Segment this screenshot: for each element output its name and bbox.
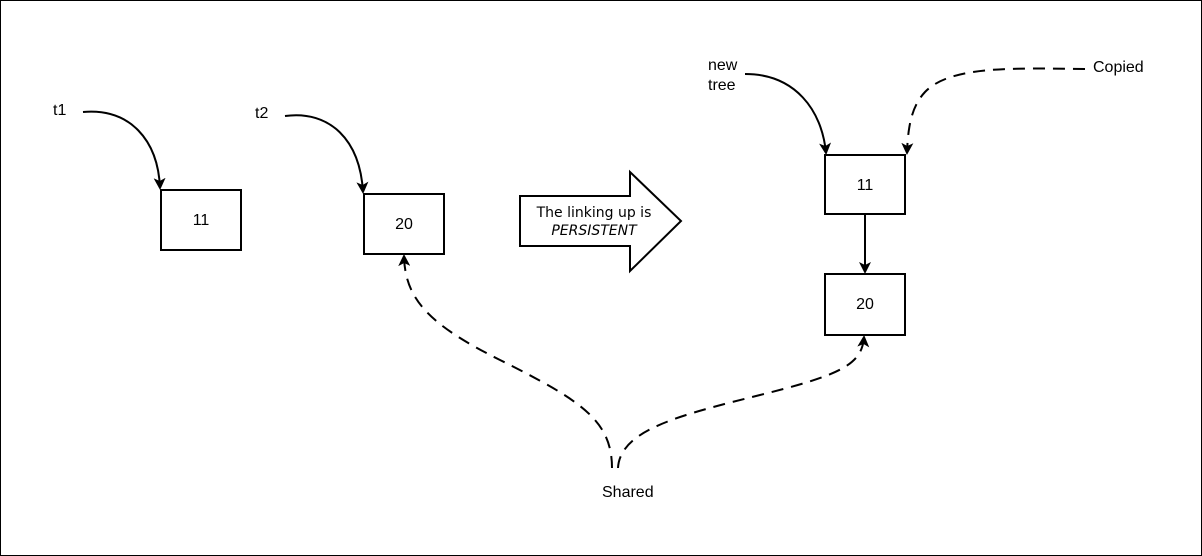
node-t2-value: 20 [395,216,413,233]
node-new-root-value: 11 [857,177,874,194]
arrow-t2-to-node [284,114,369,194]
persistent-block-arrow: The linking up is PERSISTENT [519,169,683,274]
arrow-copied-to-root [901,67,1086,155]
arrow-shared-to-new-child [617,335,870,469]
arrow-shared-to-t2-node [398,254,613,469]
node-t1-value: 11 [193,212,210,229]
node-new-child-value: 20 [856,296,874,313]
node-new-child-20: 20 [824,273,906,336]
label-new-tree-line2: tree [708,77,736,94]
arrow-t1-to-node [82,110,166,190]
arrow-new-tree-to-root [744,73,832,155]
node-t1-11: 11 [160,189,242,251]
label-t1: t1 [53,102,66,119]
node-t2-20: 20 [363,193,445,255]
label-new-tree-line1: new [708,57,738,74]
block-arrow-line2: PERSISTENT [551,223,638,239]
label-t2: t2 [255,105,268,122]
node-new-root-11: 11 [824,154,906,215]
label-shared: Shared [602,484,654,501]
label-copied: Copied [1093,59,1144,76]
block-arrow-line1: The linking up is [536,205,652,221]
